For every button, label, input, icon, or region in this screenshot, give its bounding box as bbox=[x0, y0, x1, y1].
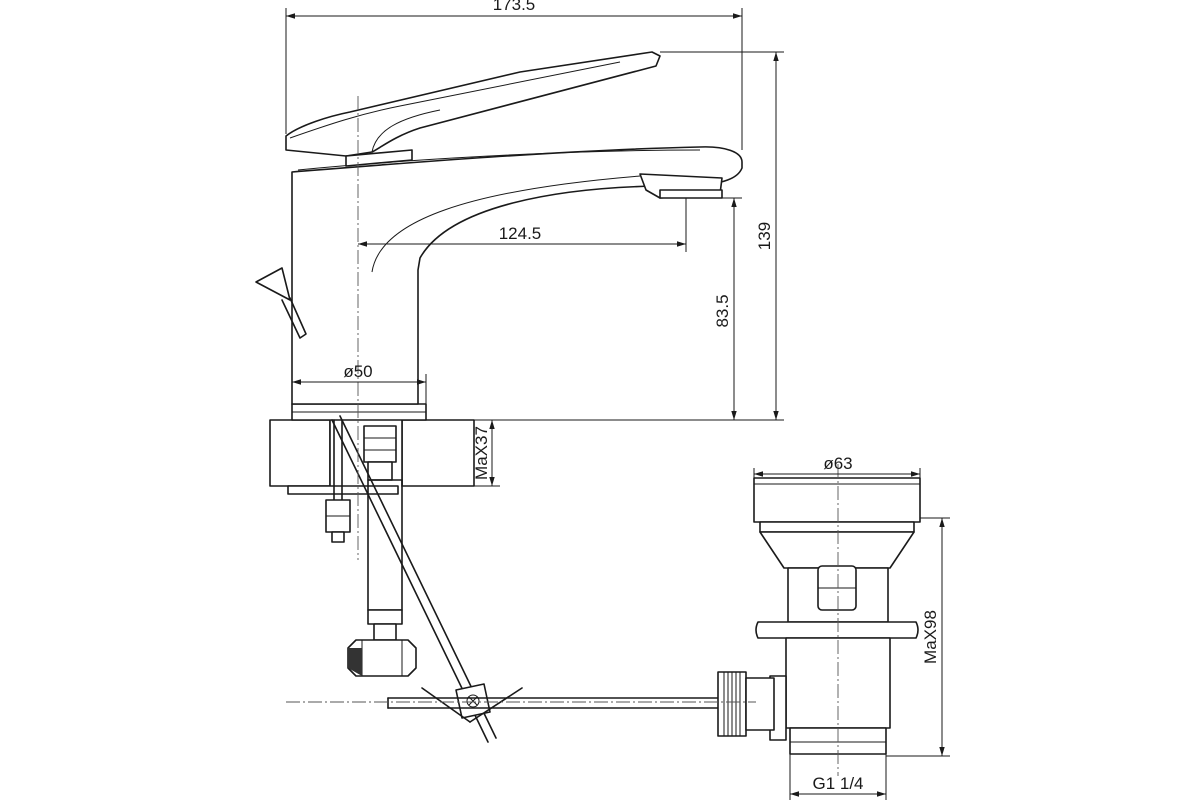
drain-diameter-label: ø63 bbox=[823, 454, 852, 473]
overall-length-label: 173.5 bbox=[493, 0, 536, 14]
dimension-labels: 173.5 124.5 139 83.5 ø50 MaX37 ø63 MaX98… bbox=[343, 0, 940, 793]
faucet-body bbox=[291, 146, 743, 421]
lever-handle bbox=[285, 51, 661, 167]
mounting-stud bbox=[325, 419, 351, 543]
dimension-lines bbox=[285, 8, 950, 800]
base-diameter-label: ø50 bbox=[343, 362, 372, 381]
spout-reach-label: 124.5 bbox=[499, 224, 542, 243]
spout-height-label: 83.5 bbox=[713, 294, 732, 327]
pivot-rod bbox=[387, 697, 721, 709]
drain-thread-label: G1 1/4 bbox=[812, 774, 863, 793]
drain-max-height-label: MaX98 bbox=[921, 610, 940, 664]
countertop-max-label: MaX37 bbox=[472, 426, 491, 480]
overall-height-label: 139 bbox=[755, 222, 774, 250]
drain-assembly bbox=[717, 477, 921, 755]
popup-knob bbox=[255, 267, 307, 339]
flex-hose bbox=[347, 425, 417, 677]
knurled-nut-ribs bbox=[723, 672, 741, 736]
center-lines bbox=[286, 96, 839, 776]
